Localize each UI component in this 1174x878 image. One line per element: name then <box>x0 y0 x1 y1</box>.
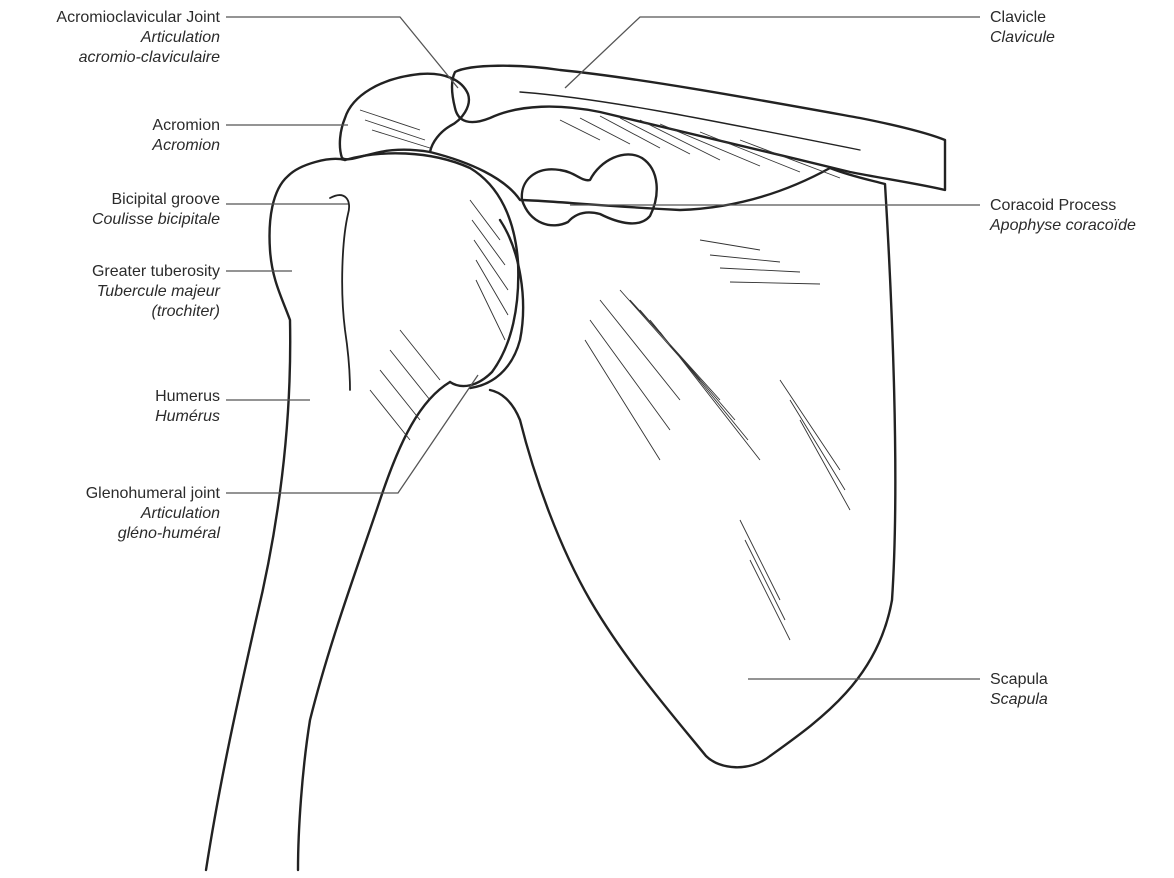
bicipital-groove-outline <box>330 195 350 390</box>
label-acromioclavicular-fr-1: Articulation <box>56 28 220 48</box>
label-glenohumeral-fr-2: gléno-huméral <box>86 524 220 544</box>
coracoid-outline <box>522 154 657 225</box>
label-coracoid-en: Coracoid Process <box>990 196 1136 216</box>
label-humerus: Humerus Humérus <box>155 387 220 427</box>
label-humerus-fr: Humérus <box>155 407 220 427</box>
label-bicipital-en: Bicipital groove <box>92 190 220 210</box>
humerus-medial-outline <box>298 382 450 870</box>
label-acromioclavicular-joint: Acromioclavicular Joint Articulation acr… <box>56 8 220 68</box>
label-greater-tuberosity-en: Greater tuberosity <box>92 262 220 282</box>
leader-acj <box>226 17 458 88</box>
label-scapula-en: Scapula <box>990 670 1048 690</box>
label-greater-tuberosity-fr-1: Tubercule majeur <box>92 282 220 302</box>
clavicle-ridge <box>520 92 860 150</box>
label-greater-tuberosity: Greater tuberosity Tubercule majeur (tro… <box>92 262 220 322</box>
label-glenohumeral-fr-1: Articulation <box>86 504 220 524</box>
humerus-outline <box>206 159 345 870</box>
label-scapula: Scapula Scapula <box>990 670 1048 710</box>
label-clavicle-fr: Clavicule <box>990 28 1055 48</box>
leader-lines <box>226 17 980 679</box>
bone-outlines <box>206 66 945 870</box>
label-acromioclavicular-en: Acromioclavicular Joint <box>56 8 220 28</box>
label-acromion-fr: Acromion <box>152 136 220 156</box>
label-acromion: Acromion Acromion <box>152 116 220 156</box>
label-coracoid-fr: Apophyse coracoïde <box>990 216 1136 236</box>
label-coracoid-process: Coracoid Process Apophyse coracoïde <box>990 196 1136 236</box>
label-scapula-fr: Scapula <box>990 690 1048 710</box>
label-bicipital-groove: Bicipital groove Coulisse bicipitale <box>92 190 220 230</box>
label-glenohumeral-joint: Glenohumeral joint Articulation gléno-hu… <box>86 484 220 544</box>
leader-gleno <box>226 375 478 493</box>
acromion-outline <box>340 74 469 160</box>
label-clavicle: Clavicle Clavicule <box>990 8 1055 48</box>
label-humerus-en: Humerus <box>155 387 220 407</box>
scapula-outline <box>430 152 895 767</box>
humeral-head-outline <box>345 153 518 386</box>
label-bicipital-fr: Coulisse bicipitale <box>92 210 220 230</box>
label-glenohumeral-en: Glenohumeral joint <box>86 484 220 504</box>
label-greater-tuberosity-fr-2: (trochiter) <box>92 302 220 322</box>
label-acromion-en: Acromion <box>152 116 220 136</box>
hatching <box>360 110 850 640</box>
label-acromioclavicular-fr-2: acromio-claviculaire <box>56 48 220 68</box>
clavicle-outline <box>452 66 945 190</box>
label-clavicle-en: Clavicle <box>990 8 1055 28</box>
